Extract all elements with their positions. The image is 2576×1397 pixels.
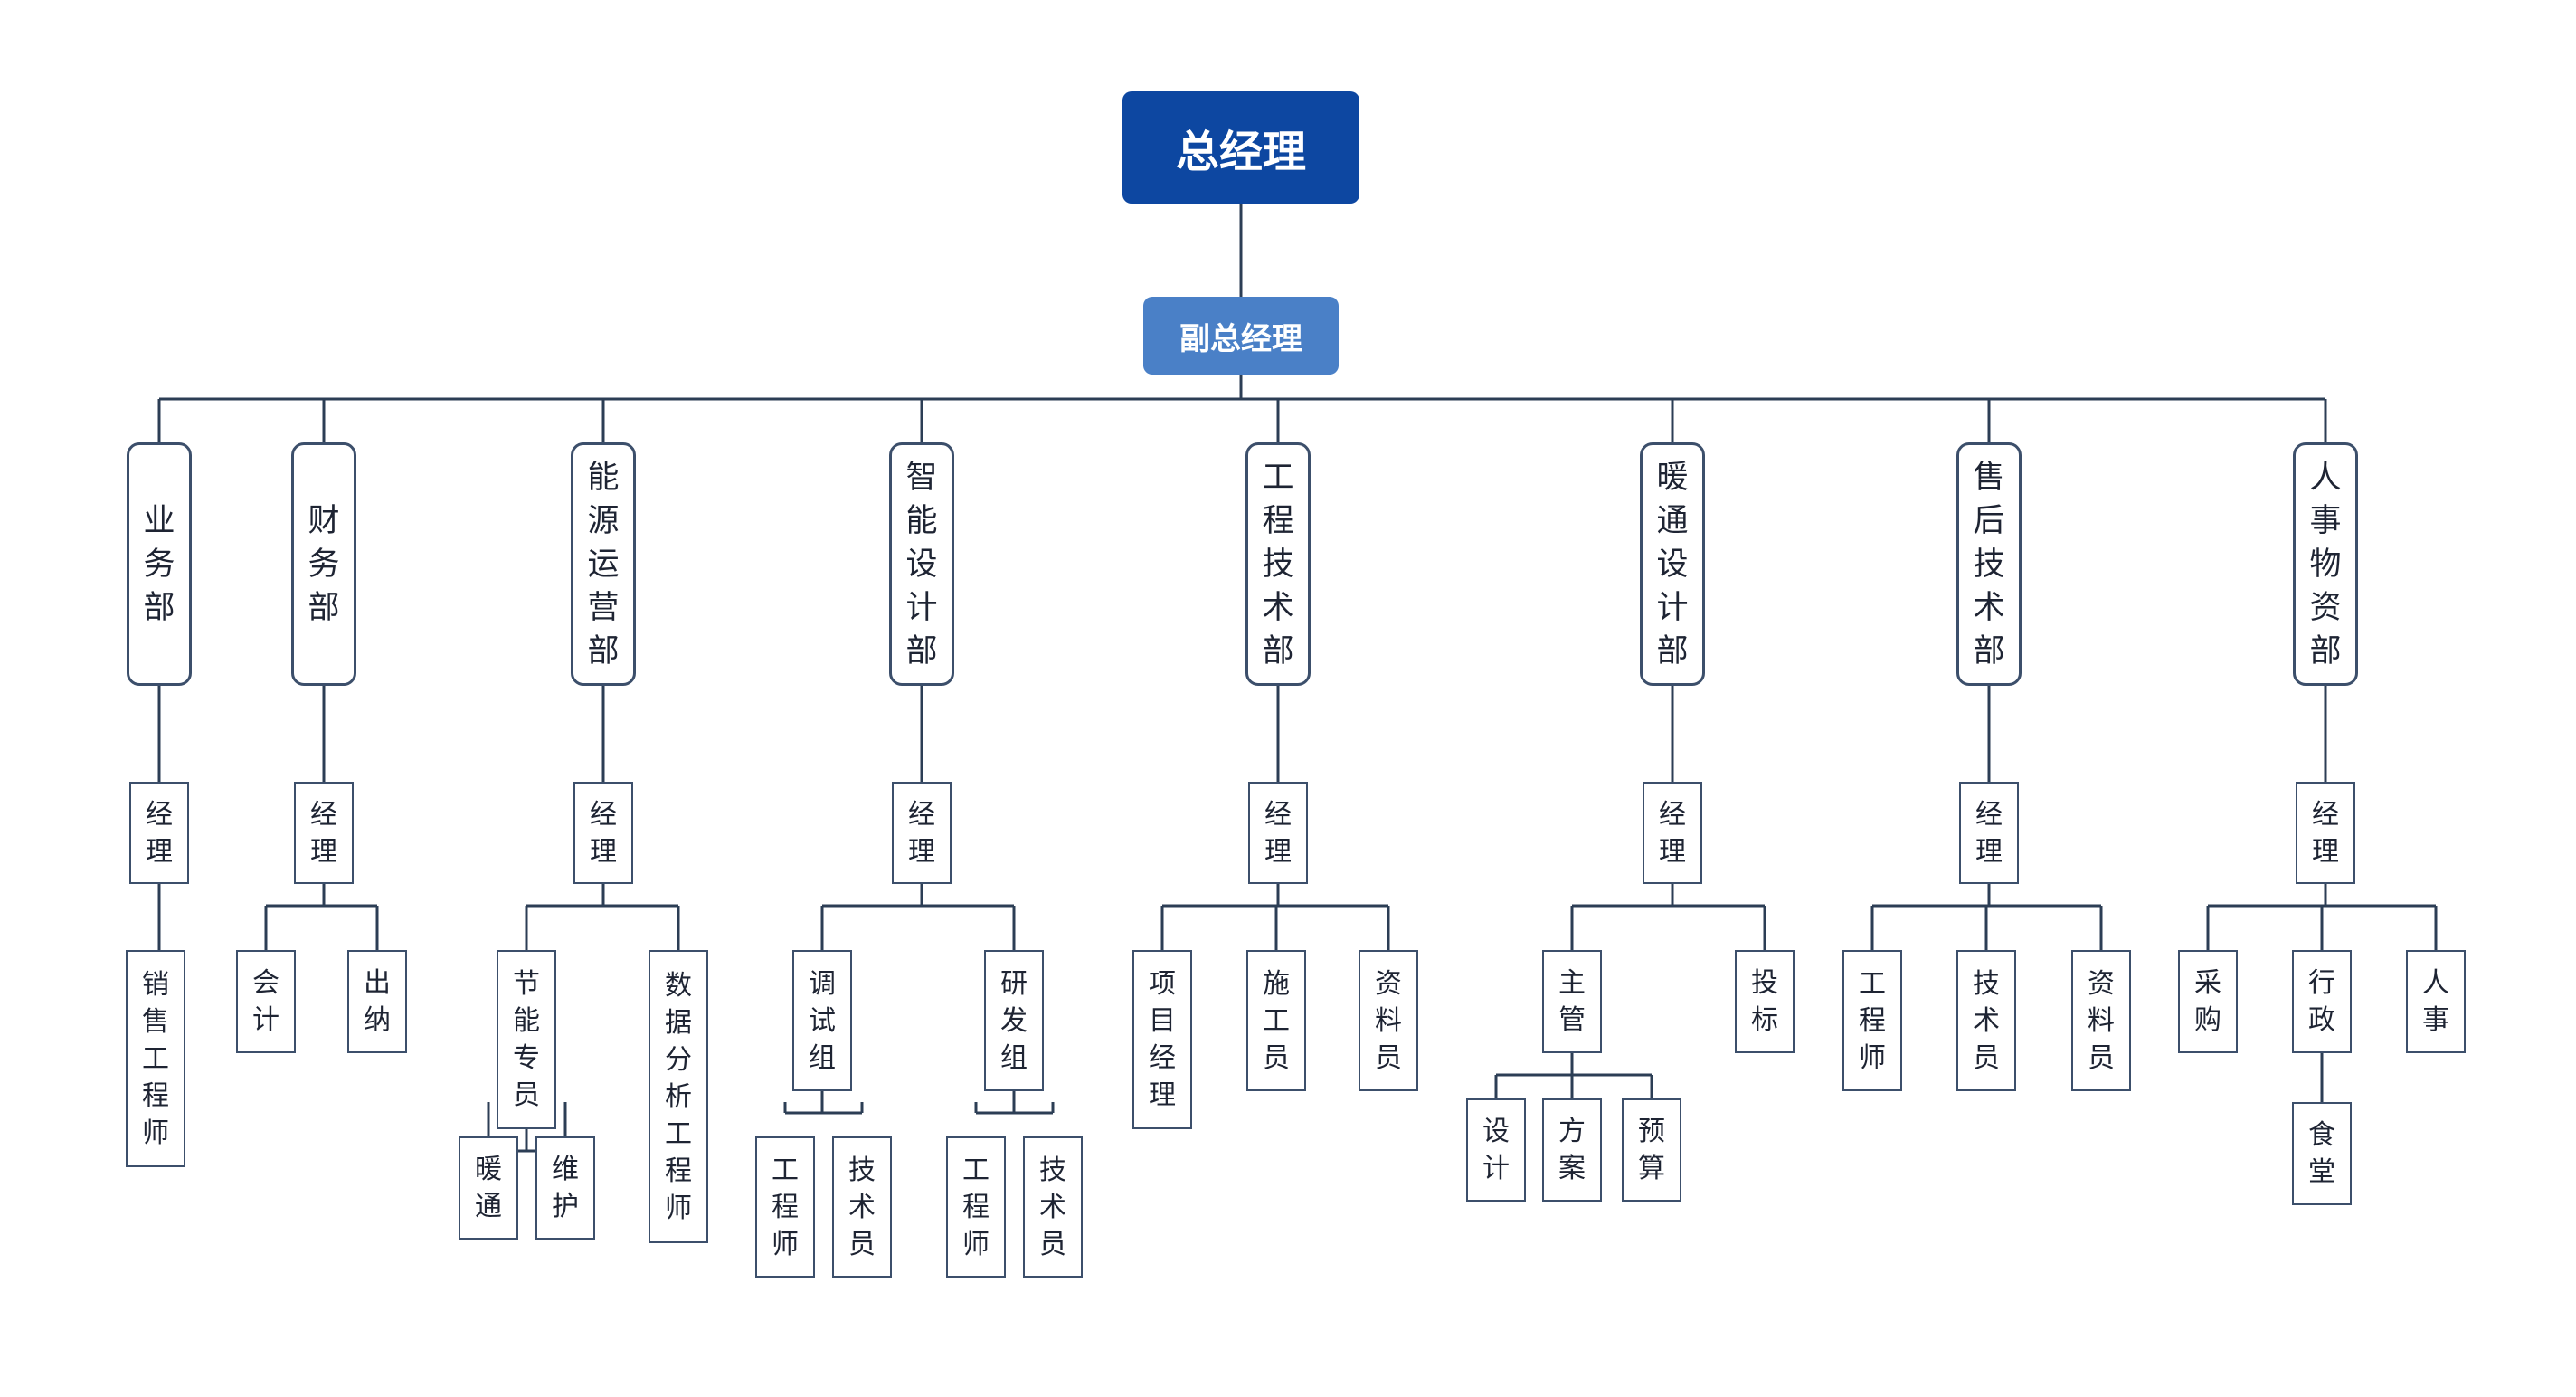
- department-7: 售后技术部: [1956, 442, 2022, 686]
- role-node: 研发组: [984, 950, 1044, 1091]
- manager-1: 经理: [129, 782, 189, 884]
- role-node: 出纳: [347, 950, 407, 1053]
- role-node: 人事: [2406, 950, 2466, 1053]
- manager-6: 经理: [1643, 782, 1702, 884]
- department-4: 智能设计部: [889, 442, 954, 686]
- role-node: 技术员: [1956, 950, 2016, 1091]
- department-1: 业务部: [127, 442, 192, 686]
- sub-role-node: 工程师: [946, 1136, 1006, 1278]
- role-node: 项目经理: [1132, 950, 1192, 1129]
- sub-role-node: 预算: [1622, 1098, 1681, 1202]
- role-node: 数据分析工程师: [649, 950, 708, 1243]
- sub-role-node: 暖通: [459, 1136, 518, 1240]
- role-node: 资料员: [2071, 950, 2131, 1091]
- sub-role-node: 设计: [1466, 1098, 1526, 1202]
- root-node: 总经理: [1122, 91, 1359, 204]
- department-8: 人事物资部: [2293, 442, 2358, 686]
- manager-5: 经理: [1248, 782, 1308, 884]
- role-node: 节能专员: [497, 950, 556, 1129]
- vice-node: 副总经理: [1143, 297, 1339, 375]
- sub-role-node: 食堂: [2292, 1102, 2352, 1205]
- sub-role-node: 维护: [535, 1136, 595, 1240]
- manager-3: 经理: [573, 782, 633, 884]
- role-node: 工程师: [1842, 950, 1902, 1091]
- sub-role-node: 方案: [1542, 1098, 1602, 1202]
- sub-role-node: 技术员: [1023, 1136, 1083, 1278]
- department-3: 能源运营部: [571, 442, 636, 686]
- role-node: 施工员: [1246, 950, 1306, 1091]
- department-5: 工程技术部: [1245, 442, 1311, 686]
- role-node: 主管: [1542, 950, 1602, 1053]
- role-node: 采购: [2178, 950, 2238, 1053]
- manager-4: 经理: [892, 782, 952, 884]
- manager-8: 经理: [2296, 782, 2355, 884]
- department-6: 暖通设计部: [1640, 442, 1705, 686]
- role-node: 资料员: [1359, 950, 1418, 1091]
- role-node: 行政: [2292, 950, 2352, 1053]
- role-node: 销售工程师: [126, 950, 185, 1167]
- role-node: 投标: [1735, 950, 1795, 1053]
- manager-7: 经理: [1959, 782, 2019, 884]
- role-node: 会计: [236, 950, 296, 1053]
- manager-2: 经理: [294, 782, 354, 884]
- role-node: 调试组: [792, 950, 852, 1091]
- department-2: 财务部: [291, 442, 356, 686]
- sub-role-node: 技术员: [832, 1136, 892, 1278]
- sub-role-node: 工程师: [755, 1136, 815, 1278]
